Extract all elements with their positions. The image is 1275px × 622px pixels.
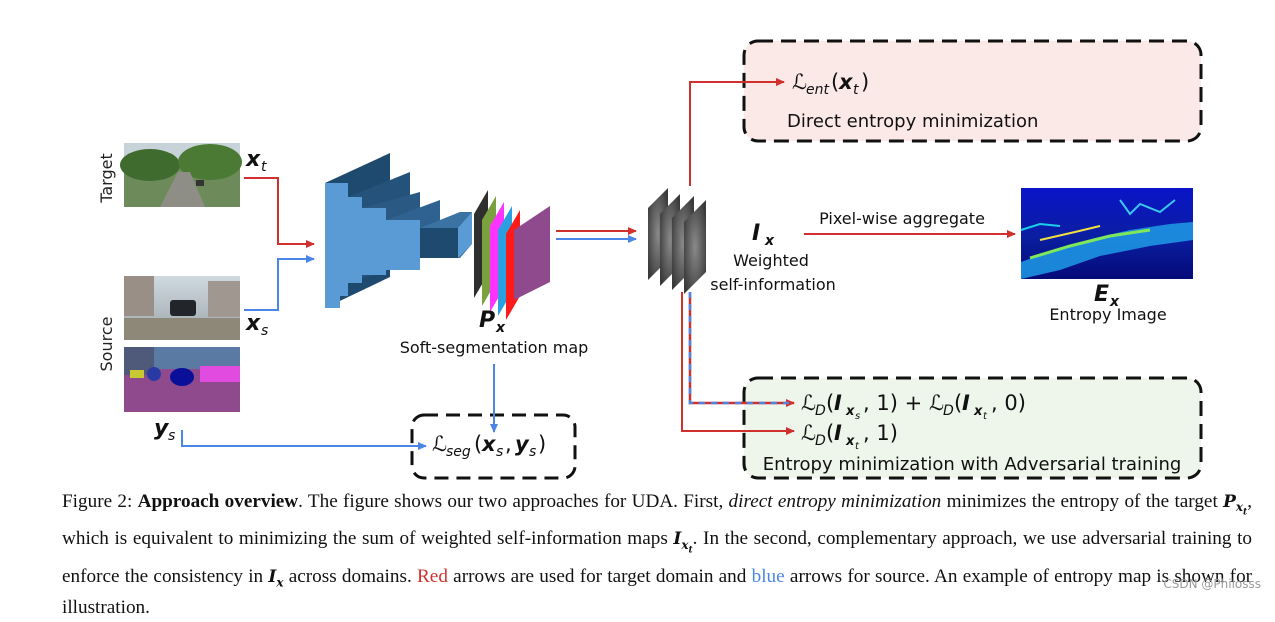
- ix-symbol: I x: [752, 221, 775, 249]
- source-input-arrow: [244, 255, 315, 311]
- info-to-adv-arrow-2: [681, 292, 795, 435]
- target-label: Target: [97, 153, 116, 204]
- svg-text:ℒ: ℒ: [801, 391, 816, 415]
- caption-math-ix: Ix: [268, 566, 284, 589]
- px-symbol: P x: [479, 308, 506, 336]
- ys-to-seg-arrow: [181, 430, 427, 450]
- caption-text-3: , which is equivalent to minimizing the …: [62, 491, 1252, 550]
- svg-text:x: x: [495, 320, 506, 336]
- target-image: [120, 143, 242, 207]
- svg-text:D: D: [943, 403, 954, 419]
- svg-text:, 0): , 0): [991, 391, 1026, 415]
- svg-text:x: x: [245, 147, 261, 172]
- svg-text:y: y: [154, 416, 170, 441]
- caption-text-1: . The figure shows our two approaches fo…: [298, 491, 724, 512]
- self-information-label: self-information: [710, 275, 836, 294]
- figure-caption: Figure 2: Approach overview. The figure …: [62, 489, 1252, 622]
- caption-text-6: arrows are used for target domain and: [453, 565, 747, 587]
- svg-text:s: s: [855, 411, 860, 422]
- adversarial-box: [742, 376, 1203, 480]
- svg-text:x: x: [845, 404, 855, 419]
- svg-text:, 1): , 1): [863, 421, 898, 445]
- caption-italic-term: direct entropy minimization: [728, 491, 942, 512]
- svg-text:ℒ: ℒ: [801, 421, 816, 445]
- svg-text:(: (: [826, 421, 834, 445]
- svg-text:ent: ent: [806, 82, 829, 98]
- svg-text:x: x: [845, 434, 855, 449]
- caption-math-ixt: Ixt: [673, 529, 693, 556]
- svg-text:): ): [861, 70, 869, 94]
- caption-blue-word: blue: [751, 565, 785, 587]
- weighted-label: Weighted: [733, 251, 809, 270]
- ys-symbol: y s: [154, 416, 175, 444]
- watermark: CSDN @Philosss: [1163, 577, 1261, 591]
- svg-text:x: x: [764, 233, 775, 249]
- svg-text:D: D: [815, 403, 826, 419]
- svg-text:ℒ: ℒ: [792, 70, 807, 94]
- svg-text:s: s: [168, 428, 175, 444]
- source-image: [124, 276, 240, 340]
- entropy-image: [1020, 188, 1193, 279]
- svg-text:D: D: [815, 433, 826, 449]
- svg-text:x: x: [245, 311, 261, 336]
- pixel-wise-aggregate-label: Pixel-wise aggregate: [819, 209, 985, 228]
- caption-text-4: . In the second, complementary approach,…: [62, 528, 1253, 587]
- soft-segmentation-label: Soft-segmentation map: [400, 338, 589, 357]
- info-to-adv-arrow-source: [688, 292, 794, 405]
- svg-text:ℒ: ℒ: [929, 391, 944, 415]
- caption-math-pxt: Pxt: [1223, 492, 1248, 518]
- adv-loss-1: ℒ D ( I x s , 1) + ℒ D ( I x t , 0): [801, 391, 1026, 422]
- svg-text:I: I: [752, 221, 760, 246]
- svg-text:x: x: [838, 70, 854, 94]
- svg-text:(: (: [826, 391, 834, 415]
- self-information-stack: [648, 188, 706, 294]
- svg-text:): ): [538, 432, 546, 456]
- caption-text-5: across domains.: [288, 565, 412, 587]
- svg-text:ℒ: ℒ: [432, 432, 447, 456]
- ex-symbol: E x: [1094, 282, 1120, 310]
- svg-text:x: x: [973, 404, 983, 419]
- svg-text:(: (: [831, 70, 839, 94]
- svg-text:x: x: [481, 432, 497, 456]
- svg-text:t: t: [261, 159, 267, 175]
- xt-symbol: x t: [245, 147, 267, 175]
- svg-text:seg: seg: [446, 444, 471, 460]
- svg-text:I: I: [834, 391, 842, 415]
- svg-text:t: t: [853, 82, 859, 98]
- seg-loss: ℒ seg ( x s , y s ): [432, 432, 546, 460]
- caption-text-2: minimizes the entropy of the target: [946, 491, 1218, 512]
- target-input-arrow: [244, 177, 315, 248]
- soft-segmentation-stack: [474, 190, 550, 320]
- svg-text:t: t: [855, 441, 860, 452]
- svg-text:y: y: [515, 432, 530, 456]
- svg-text:, 1) +: , 1) +: [863, 391, 922, 415]
- caption-figure-number: Figure 2:: [62, 491, 133, 512]
- svg-text:s: s: [261, 323, 268, 339]
- svg-text:E: E: [1094, 282, 1109, 307]
- source-label: Source: [97, 317, 116, 372]
- direct-entropy-title: Direct entropy minimization: [787, 111, 1038, 132]
- segmentation-network: [325, 153, 472, 308]
- svg-text:P: P: [479, 308, 495, 333]
- svg-text:I: I: [834, 421, 842, 445]
- svg-text:(: (: [474, 432, 482, 456]
- source-label-image: [124, 347, 240, 412]
- ent-loss: ℒ ent ( x t ): [792, 70, 869, 98]
- caption-red-word: Red: [417, 565, 448, 587]
- direct-entropy-box: [742, 39, 1203, 143]
- svg-text:I: I: [962, 391, 970, 415]
- svg-text:,: ,: [505, 432, 512, 456]
- svg-text:t: t: [983, 411, 988, 422]
- svg-text:x: x: [1109, 294, 1120, 310]
- info-to-ent-arrow: [689, 78, 785, 186]
- approach-overview-diagram: Target Source x t x s y s: [97, 39, 1203, 480]
- adv-loss-2: ℒ D ( I x t , 1): [801, 421, 898, 452]
- caption-bold-title: Approach overview: [137, 491, 299, 512]
- adversarial-title: Entropy minimization with Adversarial tr…: [763, 454, 1182, 475]
- svg-text:s: s: [496, 444, 503, 460]
- svg-text:(: (: [954, 391, 962, 415]
- entropy-image-label: Entropy Image: [1049, 305, 1166, 324]
- svg-text:s: s: [529, 444, 536, 460]
- xs-symbol: x s: [245, 311, 268, 339]
